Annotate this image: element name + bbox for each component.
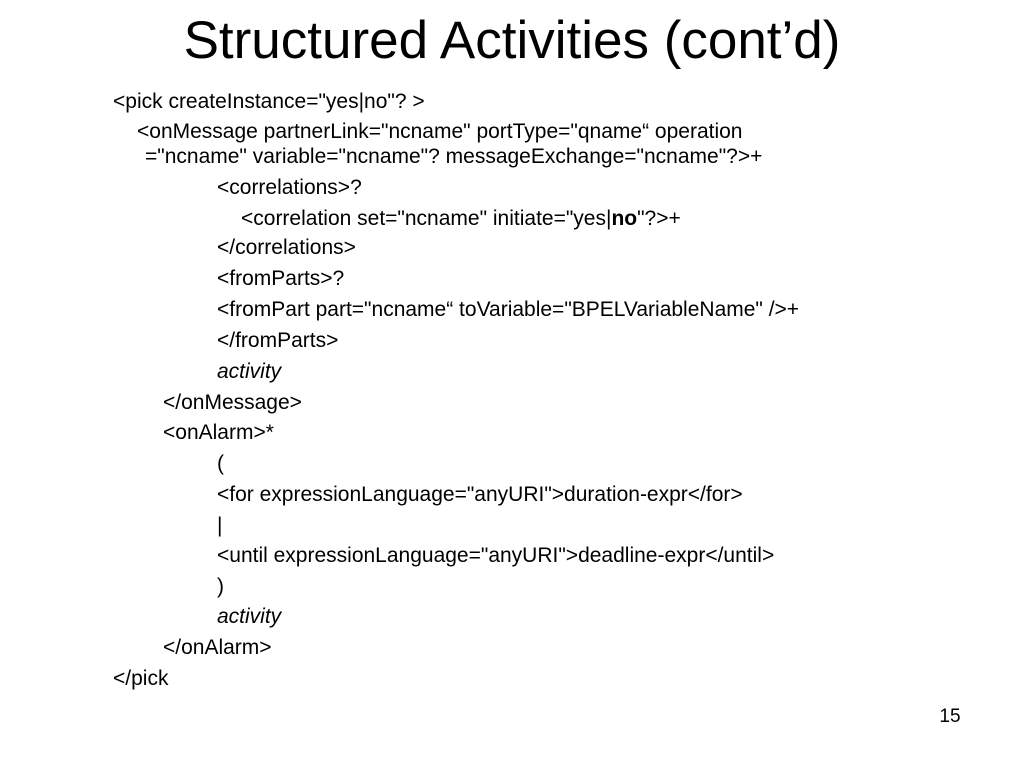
code-line-correlation-bold: no (611, 207, 638, 230)
code-line-onalarm-open: <onAlarm>* (163, 421, 274, 444)
code-line-correlations-close: </correlations> (217, 236, 356, 259)
code-line-activity-2: activity (217, 605, 282, 628)
code-line-pipe: | (217, 514, 223, 537)
code-line-open-paren: ( (217, 452, 224, 475)
code-line-onmessage-open: <onMessage partnerLink="ncname" portType… (137, 120, 743, 143)
code-line-pick-close: </pick (113, 667, 169, 690)
code-line-correlation-prefix: <correlation set="ncname" initiate="yes| (241, 207, 612, 230)
code-line-correlations-open: <correlations>? (217, 176, 362, 199)
code-line-onalarm-close: </onAlarm> (163, 636, 272, 659)
code-line-frompart: <fromPart part="ncname“ toVariable="BPEL… (217, 298, 800, 321)
code-line-for: <for expressionLanguage="anyURI">duratio… (217, 483, 743, 506)
code-line-pick-open: <pick createInstance="yes|no"? > (113, 90, 425, 113)
code-line-until: <until expressionLanguage="anyURI">deadl… (217, 544, 775, 567)
code-line-fromparts-close: </fromParts> (217, 329, 339, 352)
code-line-close-paren: ) (217, 575, 224, 598)
code-line-fromparts-open: <fromParts>? (217, 267, 345, 290)
slide-title: Structured Activities (cont’d) (183, 11, 841, 70)
code-line-onmessage-continued: ="ncname" variable="ncname"? messageExch… (145, 145, 763, 168)
code-line-correlation-suffix: "?>+ (637, 207, 681, 230)
code-line-correlation: <correlation set="ncname" initiate="yes|… (241, 207, 681, 231)
code-line-onmessage-close: </onMessage> (163, 391, 302, 414)
code-line-activity: activity (217, 360, 282, 383)
slide-number: 15 (939, 706, 961, 727)
